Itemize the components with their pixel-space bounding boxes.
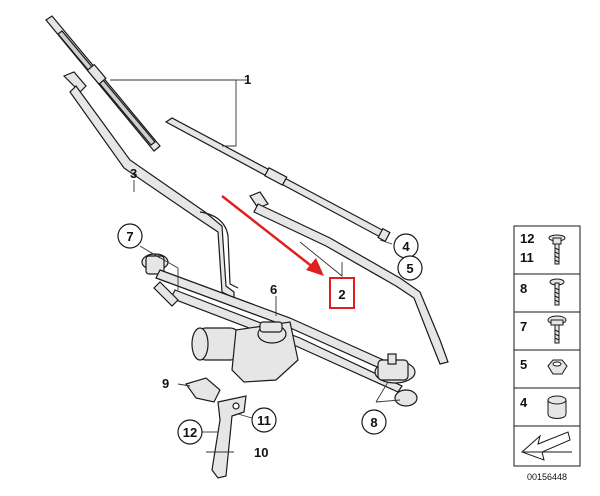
callout-6: 6 — [270, 282, 277, 297]
callout-3: 3 — [130, 166, 137, 181]
callout-12: 12 — [183, 425, 197, 440]
callout-5: 5 — [406, 261, 413, 276]
callout-7: 7 — [126, 229, 133, 244]
screw-with-washer-icon — [548, 234, 566, 265]
legend-num-8: 8 — [520, 281, 527, 296]
callout-11: 11 — [257, 413, 271, 428]
leader-lines — [110, 79, 411, 453]
legend-labels: 12 11 8 7 5 4 — [520, 231, 534, 410]
legend-num-12: 12 — [520, 231, 534, 246]
document-number: 00156448 — [527, 472, 567, 482]
bolt-with-collar-icon — [547, 315, 567, 344]
legend-num-5: 5 — [520, 357, 527, 372]
callouts: 1 3 6 9 10 7 4 5 8 11 12 2 — [117, 72, 423, 460]
wiper-blade-right — [164, 117, 391, 243]
legend-num-11: 11 — [520, 250, 534, 265]
callout-1: 1 — [244, 72, 251, 87]
highlight-box — [329, 277, 355, 309]
legend-num-7: 7 — [520, 319, 527, 334]
screw-icon — [549, 278, 565, 306]
small-parts-legend — [513, 225, 581, 467]
wiper-motor — [191, 321, 299, 383]
legend-num-4: 4 — [520, 395, 528, 410]
arrow-graphic-icon — [521, 431, 572, 461]
rubber-cap-icon — [547, 395, 567, 419]
wiper-arm-right — [249, 191, 449, 365]
wiper-blade-left — [45, 15, 161, 152]
callout-2: 2 — [338, 287, 345, 302]
callout-10: 10 — [254, 445, 268, 460]
hex-nut-icon — [547, 359, 568, 375]
highlight-arrow — [221, 195, 324, 276]
callout-9: 9 — [162, 376, 169, 391]
bracket-part-10 — [211, 395, 247, 479]
callout-8: 8 — [370, 415, 377, 430]
clip-part-9 — [185, 377, 221, 403]
callout-4: 4 — [402, 239, 410, 254]
